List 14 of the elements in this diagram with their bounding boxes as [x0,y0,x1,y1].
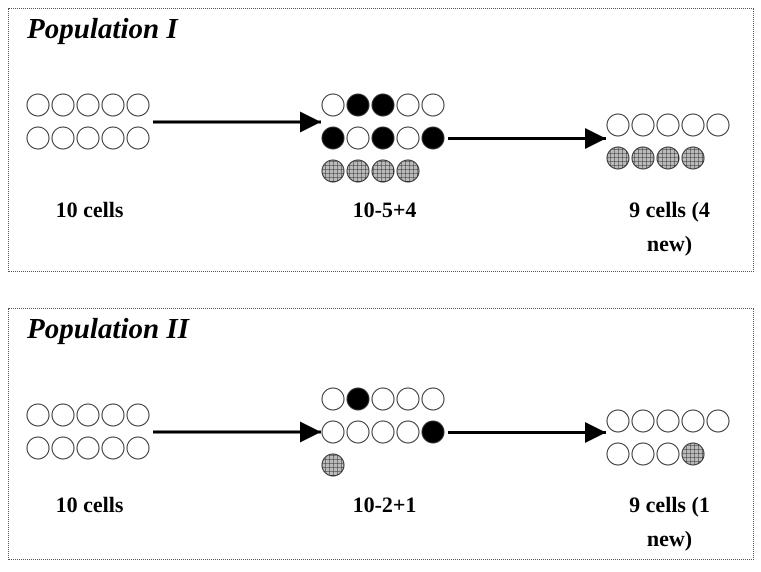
arrow [448,128,606,149]
arrow [153,112,321,132]
population-panel [8,308,754,560]
cell-count-label: 10-5+4 [352,196,418,224]
arrow [153,422,321,442]
cell-count-label: 10-2+1 [352,491,418,519]
arrow [448,422,606,443]
cell-count-label: 10 cells [54,491,124,519]
panel-title: Population I [27,13,178,46]
panel-title: Population II [27,313,189,346]
cell-count-label: 9 cells (1 new) [628,491,711,553]
cell-count-label: 10 cells [54,196,124,224]
cell-count-label: 9 cells (4 new) [628,196,711,258]
population-panel [8,8,754,272]
